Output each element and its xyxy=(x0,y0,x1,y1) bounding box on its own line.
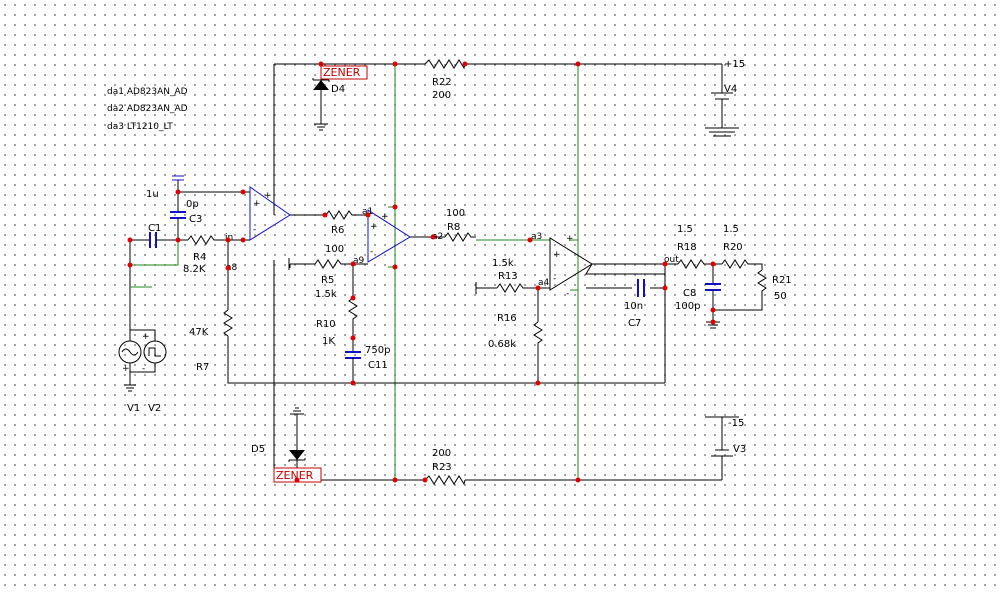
r18-label: R18 xyxy=(677,242,697,253)
d4-zener-label: ZENER xyxy=(323,66,361,79)
junction-dots xyxy=(127,61,716,483)
r7-label: R7 xyxy=(196,362,209,373)
r5-label: R5 xyxy=(321,275,334,286)
opamp-da3 xyxy=(444,232,666,383)
v1-plus: + xyxy=(142,332,150,342)
r18-value: 1.5 xyxy=(677,224,693,235)
c8-value: 100p xyxy=(675,301,700,312)
r7-value: 47K xyxy=(189,327,209,338)
c1-label: C1 xyxy=(148,223,161,234)
c7-value: 10n xyxy=(624,301,643,312)
r16-value: 0.68k xyxy=(488,339,516,350)
c11-value: 750p xyxy=(365,345,390,356)
v2-minus: - xyxy=(142,364,145,374)
da3-vplus-pin: + xyxy=(566,234,574,244)
r23-value: 200 xyxy=(432,448,451,459)
da1-minus-pin: - xyxy=(253,225,256,235)
model-da3: da3 LT1210_LT xyxy=(107,122,173,132)
da3-minus-pin: - xyxy=(553,274,556,284)
v3-label: V3 xyxy=(733,444,746,455)
r20-value: 1.5 xyxy=(723,224,739,235)
v1-plus-bottom: + xyxy=(122,364,130,374)
da3-vminus-pin: - xyxy=(566,289,569,299)
top-rail xyxy=(273,59,739,215)
c3-label: C3 xyxy=(189,214,202,225)
output-network xyxy=(665,259,767,329)
da1-vplus-pin: + xyxy=(264,191,272,201)
r10-value: 1K xyxy=(322,336,335,347)
r10-label: R10 xyxy=(316,319,336,330)
r5-value: 1.5k xyxy=(315,289,337,300)
da3-plus-pin: + xyxy=(553,250,561,260)
input-network xyxy=(118,175,665,392)
c11-label: C11 xyxy=(368,360,388,371)
da1-plus-pin: + xyxy=(253,199,261,209)
v4-value: +15 xyxy=(724,59,745,70)
v3-value: -15 xyxy=(728,418,744,429)
node-a9: a9 xyxy=(353,256,365,266)
opamp-da2 xyxy=(289,209,445,383)
c7-label: C7 xyxy=(628,318,641,329)
r13-label: R13 xyxy=(498,271,518,282)
node-a4: a4 xyxy=(538,278,550,288)
v1-label: V1 xyxy=(127,403,140,414)
d4-zener-tag xyxy=(320,65,368,80)
r21-value: 50 xyxy=(774,291,787,302)
r22-value: 200 xyxy=(432,90,451,101)
d4-diode-icon xyxy=(313,80,329,90)
c8-label: C8 xyxy=(683,288,696,299)
r16-label: R16 xyxy=(497,313,517,324)
r4-value: 8.2K xyxy=(183,264,206,275)
node-a3: a3 xyxy=(531,232,542,242)
d4-label: D4 xyxy=(331,84,345,95)
c3-value: 0p xyxy=(186,199,199,210)
da2-vplus-pin: + xyxy=(381,212,389,222)
node-out: out xyxy=(664,255,679,265)
d5-label: D5 xyxy=(251,444,265,455)
power-bus xyxy=(394,64,579,480)
r6-value: 100 xyxy=(325,244,344,255)
bottom-rail xyxy=(273,260,739,486)
r23-label: R23 xyxy=(432,462,452,473)
da2-plus-pin: + xyxy=(370,222,378,232)
node-a8: a8 xyxy=(226,263,238,273)
v4-label: V4 xyxy=(724,84,737,95)
opamp-da1 xyxy=(249,186,368,241)
r8-label: R8 xyxy=(447,222,460,233)
model-da2: da2 AD823AN_AD xyxy=(107,104,188,114)
r6-label: R6 xyxy=(331,225,344,236)
c1-value: 1u xyxy=(146,189,159,200)
r20-label: R20 xyxy=(723,242,743,253)
v2-label: V2 xyxy=(148,403,161,414)
node-a2: a2 xyxy=(432,232,443,242)
d5-diode-icon xyxy=(289,450,305,460)
r21-label: R21 xyxy=(772,275,792,286)
d5-zener-label: ZENER xyxy=(276,469,314,482)
r13-value: 1.5k xyxy=(492,258,514,269)
da2-minus-pin: - xyxy=(370,247,373,257)
r8-value: 100 xyxy=(446,208,465,219)
opamp-supply-taps xyxy=(388,206,578,291)
model-da1: da1 AD823AN_AD xyxy=(107,87,188,97)
r22-label: R22 xyxy=(432,77,452,88)
node-a1: a1 xyxy=(362,207,373,217)
r4-label: R4 xyxy=(193,252,206,263)
